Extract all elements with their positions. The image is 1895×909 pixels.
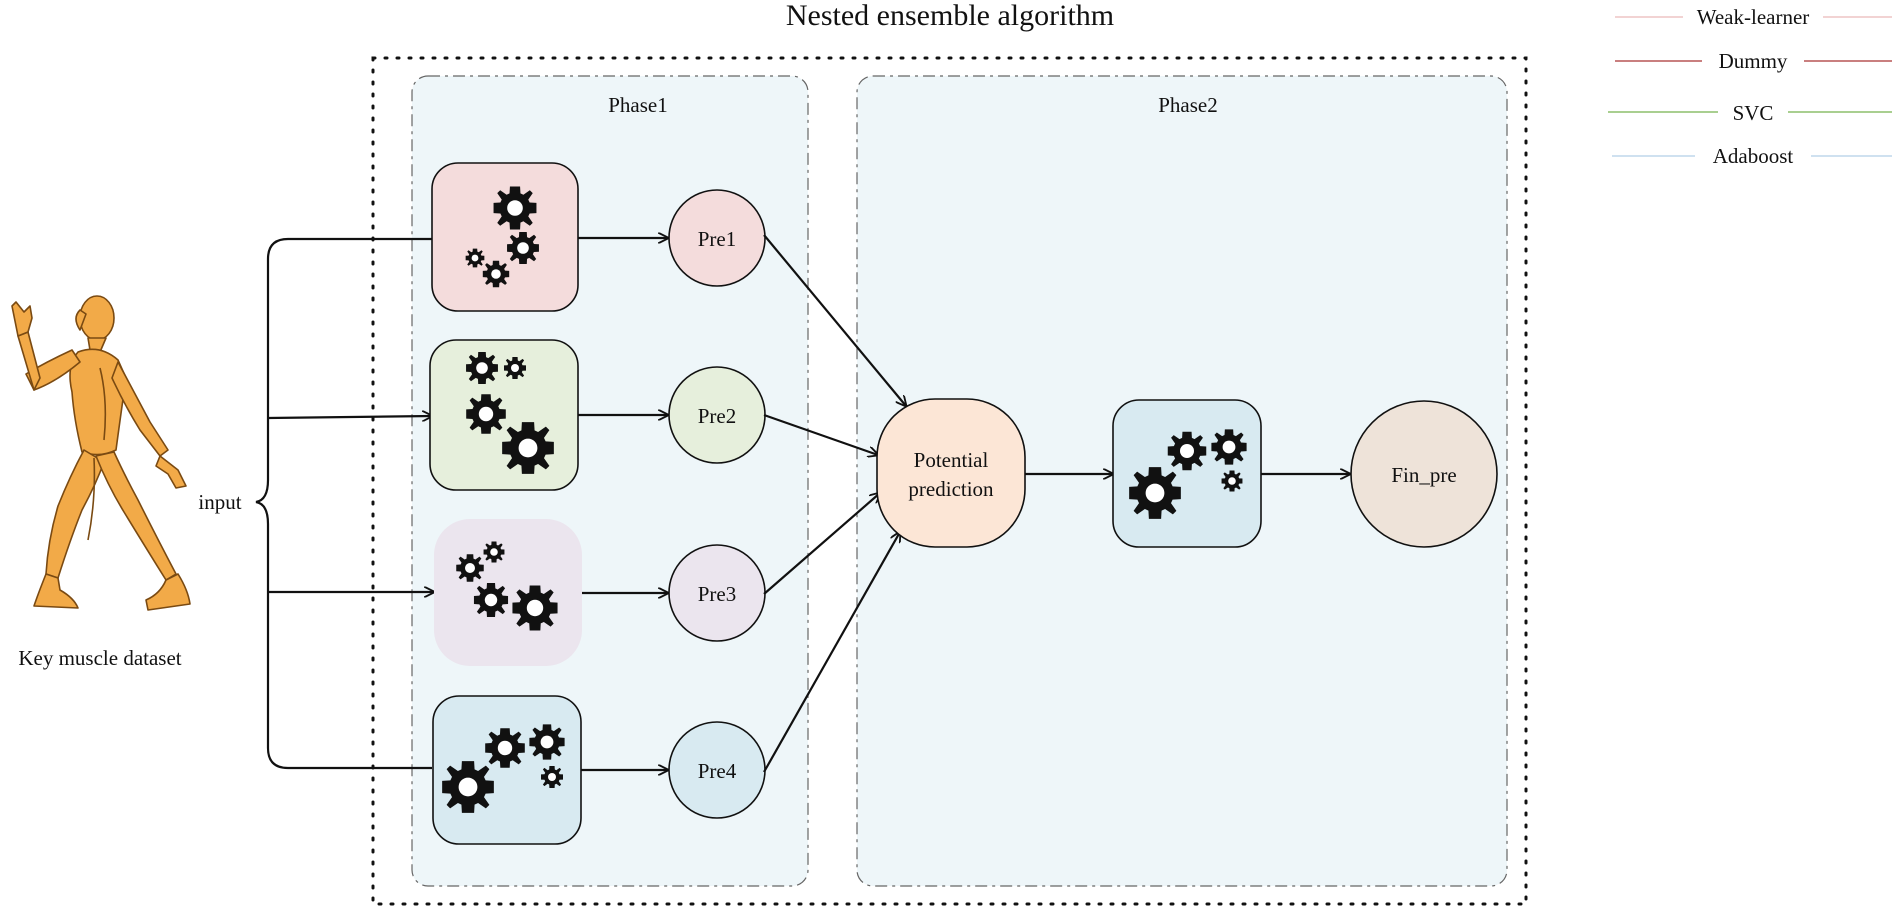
prediction-pre1: Pre1 <box>668 189 766 287</box>
diagram-title: Nested ensemble algorithm <box>786 0 1114 32</box>
model-box-svc <box>429 339 579 491</box>
human-figure-icon <box>11 295 191 611</box>
prediction-pre4-label: Pre4 <box>698 759 737 783</box>
prediction-pre1-label: Pre1 <box>698 227 737 251</box>
final-prediction: Fin_pre <box>1350 400 1498 548</box>
prediction-pre3-label: Pre3 <box>698 582 737 606</box>
input-label: input <box>198 490 241 514</box>
phase2-label: Phase2 <box>1158 93 1218 117</box>
prediction-pre2: Pre2 <box>668 366 766 464</box>
pred-to-potential-arrows <box>763 234 906 773</box>
potential-prediction-box <box>876 398 1026 548</box>
legend-label-svc: SVC <box>1733 101 1774 125</box>
legend-label-dummy: Dummy <box>1719 49 1788 73</box>
potential-prediction: Potential prediction <box>876 398 1026 548</box>
legend-label-adaboost: Adaboost <box>1713 144 1794 168</box>
meta-model-box <box>1112 399 1262 548</box>
dataset-label: Key muscle dataset <box>18 646 181 670</box>
model-box-weak-learner <box>431 162 579 312</box>
legend-label-weak-learner: Weak-learner <box>1697 5 1810 29</box>
phase1-label: Phase1 <box>608 93 668 117</box>
input-arrows <box>267 416 434 592</box>
model-box-weak-learner-bg <box>431 162 579 312</box>
model-to-pred-arrows <box>578 238 668 770</box>
legend: Weak-learner Dummy SVC Adaboost <box>1608 2 1892 168</box>
ensemble-dotted-frame <box>371 56 1528 906</box>
final-prediction-label: Fin_pre <box>1391 463 1456 487</box>
input-brace <box>255 237 432 770</box>
model-box-dummy-bg <box>434 519 582 666</box>
model-box-adaboost <box>432 695 582 845</box>
prediction-pre4: Pre4 <box>668 721 766 819</box>
model-box-dummy <box>434 519 582 666</box>
prediction-pre3: Pre3 <box>668 544 766 642</box>
potential-prediction-label-line1: Potential <box>914 448 989 472</box>
final-prediction-circle <box>1350 400 1498 548</box>
prediction-pre1-circle <box>668 189 766 287</box>
prediction-pre2-label: Pre2 <box>698 404 737 428</box>
potential-prediction-label-line2: prediction <box>908 477 994 501</box>
